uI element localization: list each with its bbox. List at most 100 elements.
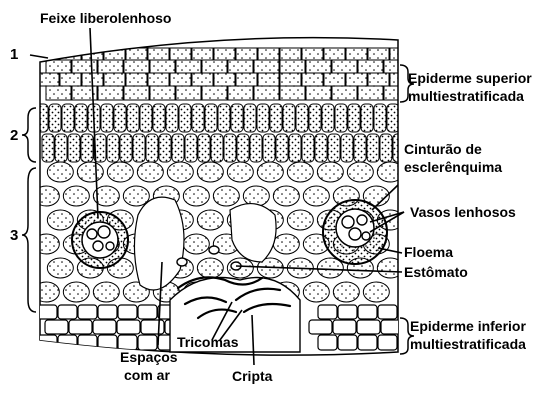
- lower-epidermis-cell: [318, 335, 337, 350]
- palisade-cell: [114, 104, 126, 132]
- lower-epidermis-cell: [333, 320, 356, 334]
- epidermis-cell: [214, 73, 235, 86]
- lower-epidermis-cell: [78, 335, 97, 350]
- spongy-cell: [287, 162, 313, 182]
- epidermis-cell: [306, 86, 331, 100]
- palisade-cell: [309, 104, 321, 132]
- palisade-cell: [101, 104, 113, 132]
- epidermis-cell: [176, 60, 201, 73]
- vascular-bundle-left: [72, 212, 128, 268]
- palisade-cell: [322, 104, 334, 132]
- lower-epidermis-cell: [338, 305, 357, 319]
- epidermis-cell: [124, 60, 149, 73]
- lower-epidermis-cell: [141, 320, 164, 334]
- epidermis-cell: [346, 48, 367, 60]
- epidermis-cell: [104, 73, 125, 86]
- lower-epidermis-cell: [98, 305, 117, 319]
- epidermis-cell: [148, 73, 169, 86]
- spongy-cell: [377, 258, 403, 278]
- label-epiderme-superior-line1: Epiderme superior: [408, 70, 532, 87]
- palisade-cell: [244, 104, 256, 132]
- lower-epidermis-cell: [357, 320, 380, 334]
- epidermis-cell: [98, 86, 123, 100]
- palisade-cell: [387, 104, 399, 132]
- epidermis-cell: [324, 48, 345, 60]
- epidermis-cell: [192, 73, 213, 86]
- palisade-cell: [68, 134, 80, 162]
- label-epiderme-inferior-line2: multiestratificada: [410, 336, 526, 353]
- epidermis-cell: [46, 60, 71, 73]
- epidermis-cell: [390, 48, 411, 60]
- palisade-cell: [36, 104, 48, 132]
- epidermis-cell: [98, 60, 123, 73]
- lower-epidermis-cell: [338, 335, 357, 350]
- epidermis-cell: [176, 86, 201, 100]
- spongy-cell: [183, 186, 209, 206]
- epidermis-cell: [280, 73, 301, 86]
- lower-epidermis-cell: [358, 305, 377, 319]
- epidermis-cell: [126, 73, 147, 86]
- epidermis-cell: [306, 60, 331, 73]
- palisade-cell: [211, 134, 223, 162]
- palisade-cell: [296, 104, 308, 132]
- epidermis-cell: [150, 60, 175, 73]
- lower-epidermis-cell: [38, 305, 57, 319]
- lower-epidermis-cell: [58, 305, 77, 319]
- lower-epidermis-cell: [309, 320, 332, 334]
- spongy-cell: [273, 234, 299, 254]
- palisade-cell: [185, 134, 197, 162]
- epidermis-cell: [280, 86, 305, 100]
- lower-epidermis-cell: [118, 305, 137, 319]
- spongy-cell: [303, 186, 329, 206]
- palisade-cell: [205, 104, 217, 132]
- spongy-cell: [317, 162, 343, 182]
- label-floema: Floema: [404, 244, 453, 261]
- epidermis-cell: [254, 60, 279, 73]
- layer-number-1: 1: [10, 46, 18, 63]
- spongy-cell: [333, 282, 359, 302]
- epidermis-cell: [60, 73, 81, 86]
- palisade-cell: [250, 134, 262, 162]
- palisade-cell: [172, 134, 184, 162]
- palisade-cell: [263, 134, 275, 162]
- epidermis-cell: [332, 60, 357, 73]
- epidermis-cell: [202, 60, 227, 73]
- spongy-cell: [303, 282, 329, 302]
- palisade-cell: [237, 134, 249, 162]
- epidermis-cell: [302, 73, 323, 86]
- palisade-cell: [367, 134, 379, 162]
- spongy-cell: [197, 258, 223, 278]
- palisade-cell: [341, 134, 353, 162]
- spongy-cell: [347, 162, 373, 182]
- epidermis-cell: [368, 48, 389, 60]
- spongy-cell: [213, 186, 239, 206]
- palisade-cell: [335, 104, 347, 132]
- palisade-cell: [192, 104, 204, 132]
- palisade-cell: [348, 104, 360, 132]
- label-estomato: Estômato: [404, 264, 468, 281]
- label-espacos-line2: com ar: [124, 367, 170, 384]
- spongy-cell: [63, 282, 89, 302]
- spongy-cell: [137, 162, 163, 182]
- spongy-cell: [47, 258, 73, 278]
- layer-number-2: 2: [10, 127, 18, 144]
- palisade-cell: [231, 104, 243, 132]
- epidermis-cell: [280, 48, 301, 60]
- upper-epidermis: [38, 48, 411, 100]
- epidermis-cell: [236, 73, 257, 86]
- palisade-cell: [283, 104, 295, 132]
- epidermis-cell: [126, 48, 147, 60]
- epidermis-cell: [228, 86, 253, 100]
- palisade-cell: [276, 134, 288, 162]
- palisade-cell: [75, 104, 87, 132]
- spongy-cell: [243, 186, 269, 206]
- spongy-cell: [33, 186, 59, 206]
- epidermis-cell: [358, 86, 383, 100]
- epidermis-cell: [280, 60, 305, 73]
- layer-number-3: 3: [10, 227, 18, 244]
- spongy-cell: [273, 186, 299, 206]
- palisade-cell: [361, 104, 373, 132]
- epidermis-cell: [72, 60, 97, 73]
- lower-epidermis-cell: [138, 305, 157, 319]
